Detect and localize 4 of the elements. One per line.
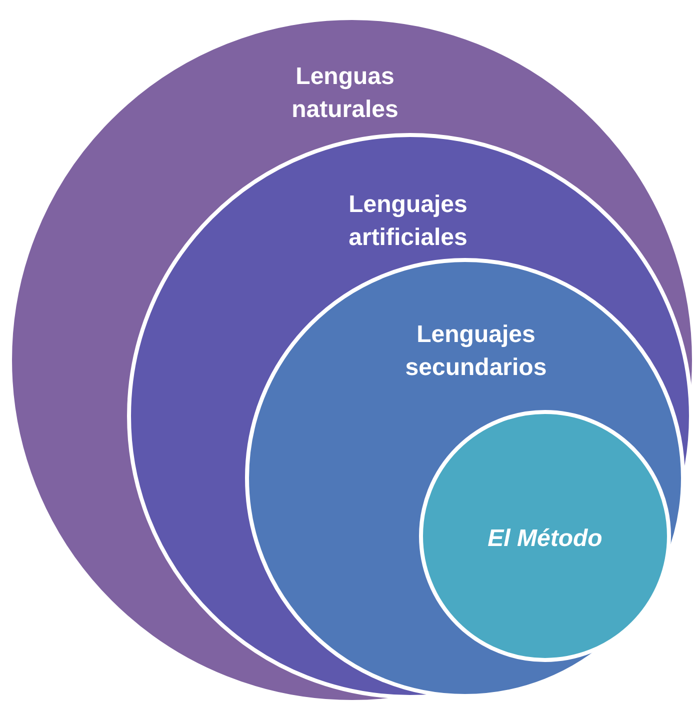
circle-label: Lenguajes secundarios [404, 320, 548, 383]
circle-label: Lenguajes artificiales [348, 190, 468, 253]
circle-label: Lenguas naturales [290, 62, 400, 125]
circle-label: El Método [486, 524, 604, 554]
